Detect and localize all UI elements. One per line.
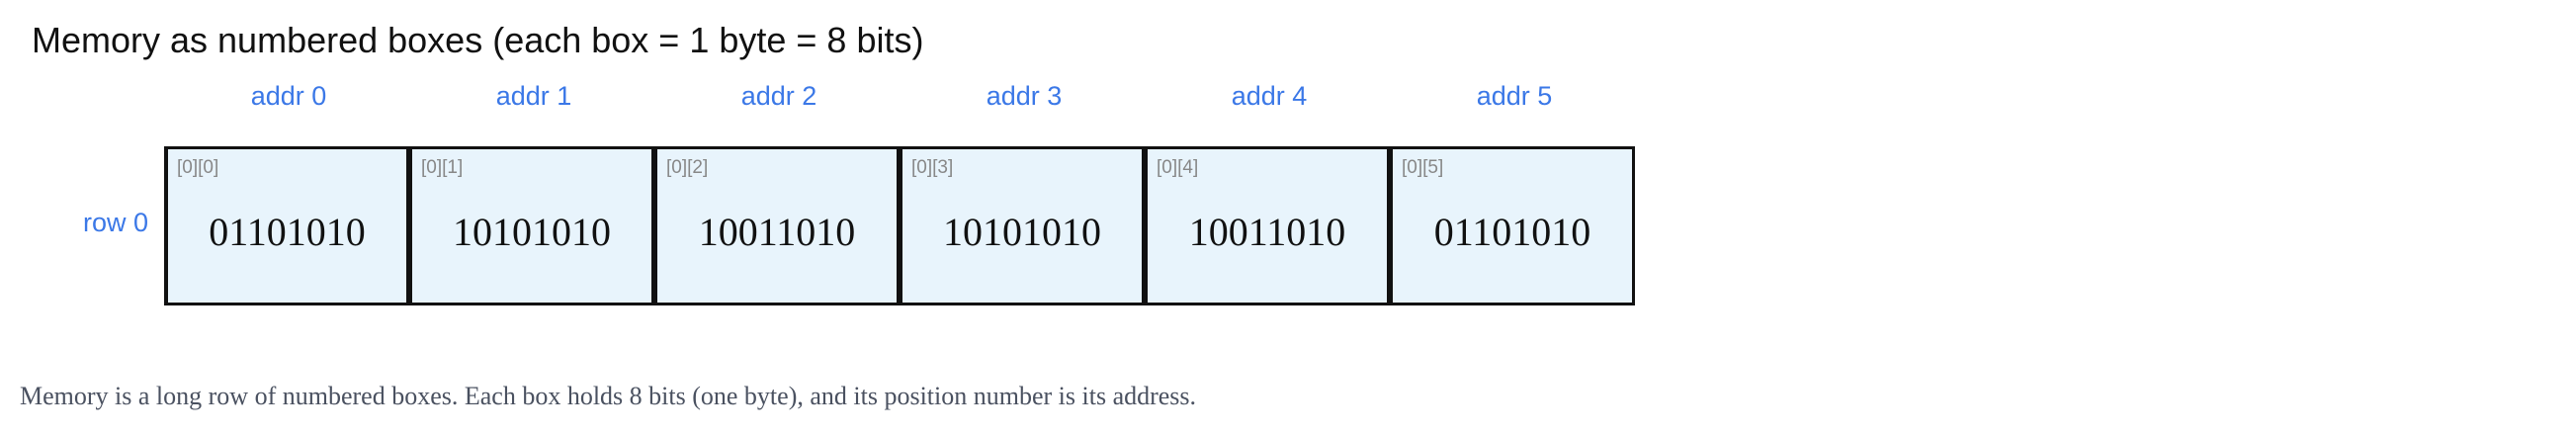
- address-label-5: addr 5: [1476, 81, 1553, 111]
- cell-bits-value: 01101010: [1433, 210, 1591, 254]
- row-label: row 0: [83, 208, 149, 237]
- caption-text: Memory is a long row of numbered boxes. …: [20, 382, 1197, 410]
- cell-index-label: [0][4]: [1157, 157, 1199, 178]
- cell-bits-value: 10011010: [1188, 210, 1346, 254]
- memory-cell: [0][0] 01101010: [164, 146, 409, 305]
- address-label-2: addr 2: [740, 81, 817, 111]
- cell-index-label: [0][2]: [666, 157, 709, 178]
- cell-index-label: [0][1]: [421, 157, 464, 178]
- address-label-1: addr 1: [495, 81, 572, 111]
- cell-bits-value: 10101010: [453, 210, 611, 254]
- cell-bits-value: 10011010: [698, 210, 856, 254]
- cell-index-label: [0][3]: [911, 157, 954, 178]
- cell-index-label: [0][5]: [1402, 157, 1444, 178]
- address-label-0: addr 0: [250, 81, 327, 111]
- memory-cell: [0][1] 10101010: [409, 146, 654, 305]
- cell-index-label: [0][0]: [177, 157, 219, 178]
- memory-cell: [0][3] 10101010: [900, 146, 1145, 305]
- cell-bits-value: 01101010: [209, 210, 366, 254]
- memory-cell: [0][2] 10011010: [654, 146, 900, 305]
- cell-bits-value: 10101010: [943, 210, 1101, 254]
- address-label-3: addr 3: [986, 81, 1063, 111]
- memory-cell: [0][5] 01101010: [1390, 146, 1635, 305]
- address-label-4: addr 4: [1231, 81, 1308, 111]
- memory-cell: [0][4] 10011010: [1145, 146, 1390, 305]
- diagram-title: Memory as numbered boxes (each box = 1 b…: [32, 20, 924, 60]
